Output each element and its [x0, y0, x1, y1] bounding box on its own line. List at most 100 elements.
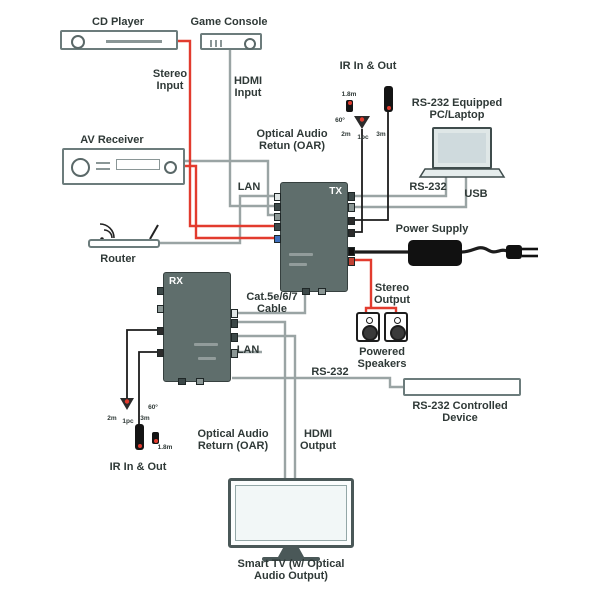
hdmi-output-label: HDMI Output	[299, 428, 337, 453]
tv-base	[262, 557, 320, 561]
rx-port-cat	[231, 309, 238, 318]
oar-bottom-line	[232, 320, 287, 478]
tx-port-rs232	[348, 192, 355, 201]
wifi-arc-small	[103, 229, 113, 239]
stereo-speaker-fork	[364, 306, 398, 312]
ir-bottom-cable-a: 2m	[107, 415, 117, 422]
stereo-input-label: Stereo Input	[152, 68, 188, 93]
tx-port-ir-1	[348, 217, 355, 225]
receiver-stereo-line	[185, 164, 281, 240]
av-receiver-label: AV Receiver	[80, 134, 144, 146]
smart-tv-label: Smart TV (w/ Optical Audio Output)	[237, 558, 345, 583]
rx-port-oar	[231, 319, 238, 328]
powered-speakers-label: Powered Speakers	[357, 346, 407, 371]
tx-port-stereo-out	[348, 257, 355, 266]
receiver-display	[116, 159, 160, 170]
ir-bottom-line-b	[138, 351, 163, 424]
wifi-arc-large	[99, 223, 115, 239]
ir-emitter-bottom-icon	[135, 424, 144, 450]
ir-eye-bottom-led	[124, 399, 130, 404]
rx-unit-label: RX	[169, 276, 183, 287]
tx-panel-detail-1	[289, 253, 313, 256]
cat-cable-label: Cat.5e/6/7 Cable	[246, 291, 298, 316]
ir-bottom-emitter-length: 1.8m	[157, 444, 173, 451]
tx-port-ir-2	[348, 229, 355, 237]
ir-receiver-bottom-led	[153, 439, 158, 443]
oar-top-label: Optical Audio Retun (OAR)	[256, 128, 328, 153]
tx-port-lan	[274, 193, 281, 201]
console-vent-1	[210, 40, 212, 47]
ir-receiver-top-icon	[346, 100, 353, 112]
cat-cable-line	[232, 292, 307, 315]
rs232-device-icon	[403, 378, 521, 396]
ac-plug-icon	[506, 245, 522, 259]
receiver-knob-small	[164, 161, 177, 174]
receiver-knob-large	[71, 158, 90, 177]
ir-top-emitter-length: 1.8m	[341, 91, 357, 98]
ir-bottom-line-a	[126, 329, 163, 398]
ir-bottom-cable-b: 3m	[140, 415, 150, 422]
tx-port-cat	[302, 288, 310, 295]
rx-panel-detail-1	[194, 343, 218, 346]
av-receiver-icon	[62, 148, 185, 185]
tx-port-power	[348, 247, 355, 256]
rx-port-bottom-2	[196, 378, 204, 385]
oar-bottom-label: Optical Audio Return (OAR)	[197, 428, 269, 453]
cd-player-label: CD Player	[92, 16, 144, 28]
laptop-screen-detail	[438, 133, 486, 163]
game-console-icon	[200, 33, 262, 50]
speaker-tweeter	[366, 317, 373, 324]
tx-port-stereo-in-2	[274, 235, 281, 243]
usb-label: USB	[464, 188, 488, 200]
tx-panel-detail-2	[289, 263, 307, 266]
ir-top-cable-a: 2m	[341, 131, 351, 138]
lan-bottom-label: LAN	[236, 344, 260, 356]
console-vent-2	[215, 40, 217, 47]
stereo-output-label: Stereo Output	[373, 282, 411, 307]
ir-receiver-bottom-icon	[152, 432, 159, 444]
rx-port-aux-1	[157, 287, 164, 295]
tv-screen-detail	[235, 485, 347, 541]
tx-port-stereo-in-1	[274, 223, 281, 231]
console-vent-3	[220, 40, 222, 47]
ir-emitter-top-led	[386, 106, 391, 110]
router-label: Router	[100, 253, 136, 265]
tv-stand	[278, 548, 304, 557]
tx-port-oar	[274, 213, 281, 221]
game-console-label: Game Console	[190, 16, 268, 28]
rs232-top-line	[348, 177, 448, 198]
rx-port-ir-2	[157, 349, 164, 357]
laptop-icon	[432, 127, 492, 169]
power-cord	[461, 246, 508, 254]
receiver-line-1	[96, 162, 110, 164]
tx-port-usb	[348, 203, 355, 212]
tx-port-hdmi-in	[274, 203, 281, 211]
speaker-left-icon	[356, 312, 380, 342]
router-icon	[88, 239, 160, 248]
speaker-tweeter	[394, 317, 401, 324]
tx-unit: TX	[274, 182, 355, 295]
ir-top-cable-b: 3m	[376, 131, 386, 138]
ir-emitter-bottom-led	[137, 444, 142, 448]
ir-eye-top-icon	[354, 116, 370, 129]
ir-top-unit-count: 1pc	[357, 134, 369, 141]
hdmi-output-line	[232, 334, 297, 478]
power-supply-label: Power Supply	[395, 223, 469, 235]
usb-line	[348, 177, 468, 209]
cd-slot-detail	[106, 40, 162, 43]
rx-panel-detail-2	[198, 357, 216, 360]
hdmi-input-label: HDMI Input	[233, 75, 263, 100]
console-button-detail	[244, 37, 256, 50]
rx-port-ir-1	[157, 327, 164, 335]
rx-unit: RX	[157, 272, 238, 385]
cd-player-icon	[60, 30, 178, 50]
tx-unit-label: TX	[329, 186, 342, 197]
rs232-device-label: RS-232 Controlled Device	[412, 400, 508, 425]
ir-in-out-top-label: IR In & Out	[339, 60, 397, 72]
ir-eye-bottom-icon	[120, 398, 134, 410]
ir-receiver-top-led	[347, 101, 352, 105]
cd-disc-detail	[71, 35, 85, 49]
ir-bottom-angle: 60°	[148, 404, 158, 411]
